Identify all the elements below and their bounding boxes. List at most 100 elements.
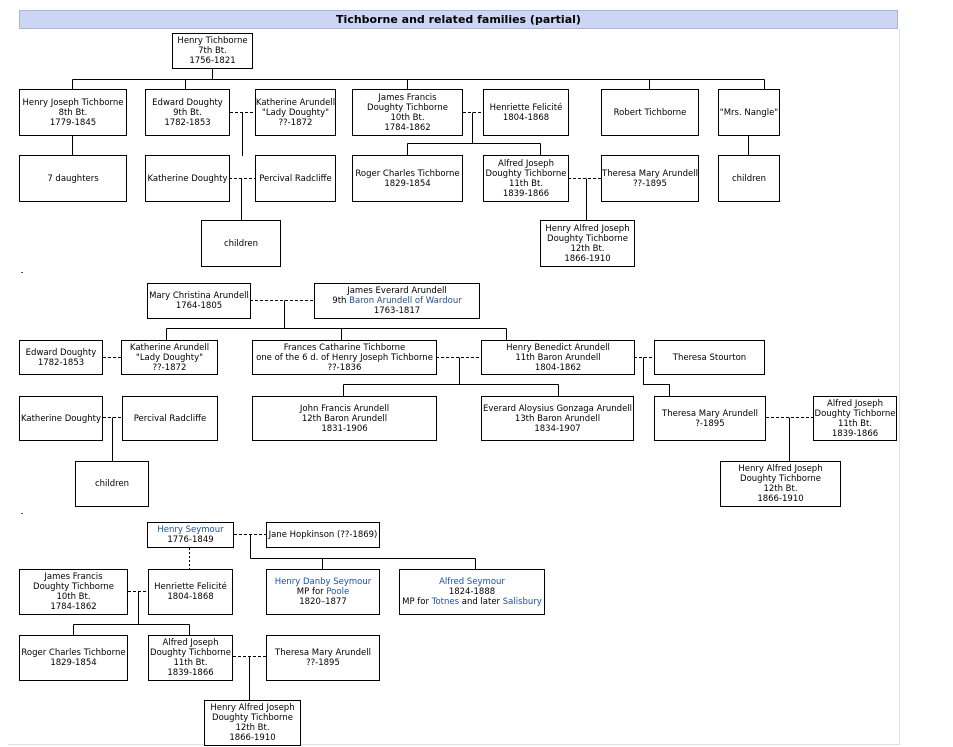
separator-mark xyxy=(21,272,23,273)
person-text-line: 1784-1862 xyxy=(384,122,431,133)
person-text-line: 13th Baron Arundell xyxy=(514,413,601,424)
person-text-line: Edward Doughty xyxy=(25,347,97,358)
person-james-everard-arundell: James Everard Arundell 9th Baron Arundel… xyxy=(314,283,480,319)
person-text-line: Doughty Tichborne xyxy=(485,168,567,179)
person-title: 9th Baron Arundell of Wardour xyxy=(332,296,462,306)
person-text-line: 11th Bt. xyxy=(508,178,544,189)
person-text-line: Henriette Felicité xyxy=(489,102,563,113)
person-text-line: Mary Christina Arundell xyxy=(149,291,249,301)
person-text-line: Katherine Arundell xyxy=(255,97,336,108)
person-text-line: children xyxy=(94,479,130,489)
person-text-line: 1866-1910 xyxy=(229,733,276,743)
person-text-line: 10th Bt. xyxy=(56,592,91,602)
henry-seymour-link[interactable]: Henry Seymour xyxy=(157,525,224,535)
person-text-line: 1839-1866 xyxy=(502,188,550,199)
person-text-line: 1829-1854 xyxy=(384,178,431,189)
person-jane-hopkinson: Jane Hopkinson (??-1869) xyxy=(266,522,380,548)
person-text-line: children xyxy=(223,238,259,249)
person-text-line: Henry Benedict Arundell xyxy=(506,342,610,353)
person-children: children xyxy=(718,155,780,202)
person-text-line: Katherine Arundell xyxy=(129,342,210,353)
person-text-line: 7th Bt. xyxy=(198,46,227,56)
person-text-line: Alfred Joseph xyxy=(162,638,219,648)
person-text-line: Edward Doughty xyxy=(152,97,223,108)
totnes-link[interactable]: Totnes xyxy=(431,597,460,607)
person-text-line: Percival Radcliffe xyxy=(259,173,332,184)
person-text-line: Doughty Tichborne xyxy=(150,648,231,658)
person-children: children xyxy=(201,220,281,267)
person-henry-seymour: Henry Seymour 1776-1849 xyxy=(147,522,234,548)
person-text-line: Percival Radcliffe xyxy=(133,413,207,424)
person-text-line: 1756-1821 xyxy=(189,56,236,66)
person-text-line: Henriette Felicité xyxy=(154,582,227,592)
person-henry-danby-seymour: Henry Danby Seymour MP for Poole 1820–18… xyxy=(266,569,380,615)
person-text-line: Frances Catharine Tichborne xyxy=(283,342,406,353)
poole-link[interactable]: Poole xyxy=(326,587,350,597)
person-text-line: 12th Bt. xyxy=(763,484,798,494)
person-text-line: Katherine Doughty xyxy=(20,413,102,424)
salisbury-link[interactable]: Salisbury xyxy=(502,597,542,607)
person-text-line: ??-1895 xyxy=(306,658,340,668)
person-theresa-stourton: Theresa Stourton xyxy=(654,340,765,375)
person-role: MP for Totnes and later Salisbury xyxy=(402,597,542,607)
person-text-line: "Lady Doughty" xyxy=(135,352,204,363)
person-text-line: 1764-1805 xyxy=(175,301,223,311)
person-text-line: ??-1872 xyxy=(278,117,313,128)
person-text-line: Theresa Mary Arundell xyxy=(662,408,758,419)
person-text-line: Doughty Tichborne xyxy=(814,408,896,419)
person-text-line: Everard Aloysius Gonzaga Arundell xyxy=(482,403,633,414)
person-text-line: 11th Bt. xyxy=(837,418,873,429)
person-text-line: 11th Bt. xyxy=(173,658,208,668)
person-text-line: Doughty Tichborne xyxy=(33,582,114,592)
person-robert-tichborne: Robert Tichborne xyxy=(601,89,699,136)
person-katherine-doughty: Katherine Doughty xyxy=(145,155,230,202)
person-text-line: 1839-1866 xyxy=(167,668,214,678)
person-text-line: Robert Tichborne xyxy=(613,107,687,118)
person-text-line: Katherine Doughty xyxy=(147,173,228,184)
diagram-title: Tichborne and related families (partial) xyxy=(19,10,898,29)
person-text-line: 1866-1910 xyxy=(564,253,611,264)
person-text-line: 10th Bt. xyxy=(390,112,425,123)
person-text-line: Theresa Mary Arundell xyxy=(275,648,371,658)
henry-danby-seymour-link[interactable]: Henry Danby Seymour xyxy=(274,577,372,587)
person-text-line: 8th Bt. xyxy=(58,107,88,118)
person-text-line: Alfred Joseph xyxy=(827,398,883,409)
person-text-line: 7 daughters xyxy=(47,173,99,184)
person-text-line: 9th Bt. xyxy=(173,107,202,118)
person-text-line: Doughty Tichborne xyxy=(367,102,448,113)
person-text-line: ??-1836 xyxy=(327,362,362,373)
person-text-line: "Lady Doughty" xyxy=(261,107,330,118)
person-text-line: 1804-1868 xyxy=(502,112,550,123)
person-text-line: 11th Baron Arundell xyxy=(515,352,601,363)
person-years: 1763-1817 xyxy=(373,306,421,316)
person-text-line: James Francis xyxy=(44,572,103,582)
person-text-line: John Francis Arundell xyxy=(299,403,390,414)
person-text-line: 1839-1866 xyxy=(831,428,879,439)
person-text-line: Theresa Mary Arundell xyxy=(602,168,698,179)
person-text-line: 12th Bt. xyxy=(570,243,605,254)
person-theresa-mary-arundell: Theresa Mary Arundell??-1895 xyxy=(601,155,699,202)
baron-arundell-link[interactable]: Baron Arundell of Wardour xyxy=(349,296,462,306)
person-text-line: Henry Alfred Joseph xyxy=(738,464,823,474)
person-text-line: 12th Bt. xyxy=(235,723,270,733)
person-percival-radcliffe: Percival Radcliffe xyxy=(122,396,218,441)
person-text-line: Doughty Tichborne xyxy=(212,713,293,723)
person-text-line: Roger Charles Tichborne xyxy=(355,168,460,179)
person-text-line: 12th Baron Arundell xyxy=(301,413,388,424)
alfred-seymour-link[interactable]: Alfred Seymour xyxy=(439,577,505,587)
person-text-line: Doughty Tichborne xyxy=(740,474,821,484)
person-role: MP for Poole xyxy=(296,587,350,597)
